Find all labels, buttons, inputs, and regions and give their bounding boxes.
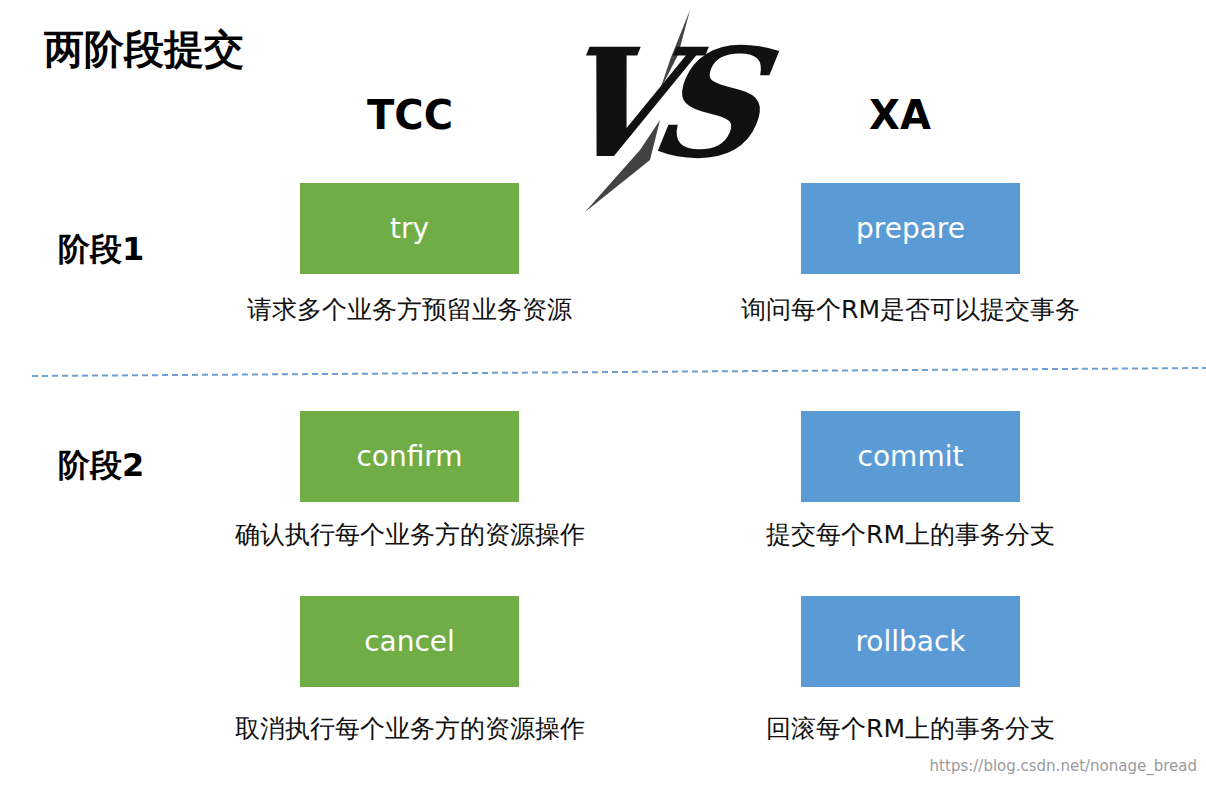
process-box: try请求多个业务方预留业务资源	[300, 183, 519, 274]
stage-label: 阶段2	[58, 444, 144, 488]
process-box: prepare询问每个RM是否可以提交事务	[801, 183, 1020, 274]
box-description: 回滚每个RM上的事务分支	[766, 712, 1055, 745]
watermark: https://blog.csdn.net/nonage_bread	[930, 757, 1197, 775]
process-box: cancel取消执行每个业务方的资源操作	[300, 596, 519, 687]
process-box: commit提交每个RM上的事务分支	[801, 411, 1020, 502]
box-description: 提交每个RM上的事务分支	[766, 518, 1055, 551]
column-heading: TCC	[367, 92, 453, 138]
column-heading: XA	[869, 92, 931, 138]
box-description: 确认执行每个业务方的资源操作	[235, 518, 585, 551]
process-box: confirm确认执行每个业务方的资源操作	[300, 411, 519, 502]
box-label: commit	[858, 440, 964, 473]
diagram-title: 两阶段提交	[44, 22, 244, 77]
box-label: prepare	[856, 212, 965, 245]
box-label: rollback	[855, 625, 965, 658]
box-description: 取消执行每个业务方的资源操作	[235, 712, 585, 745]
box-label: try	[390, 212, 429, 245]
process-box: rollback回滚每个RM上的事务分支	[801, 596, 1020, 687]
dashed-separator	[32, 368, 1206, 376]
vs-mark: VS	[552, 28, 773, 178]
box-description: 询问每个RM是否可以提交事务	[741, 293, 1080, 326]
stage-label: 阶段1	[58, 228, 144, 272]
box-description: 请求多个业务方预留业务资源	[247, 293, 572, 326]
box-label: confirm	[356, 440, 462, 473]
box-label: cancel	[364, 625, 455, 658]
